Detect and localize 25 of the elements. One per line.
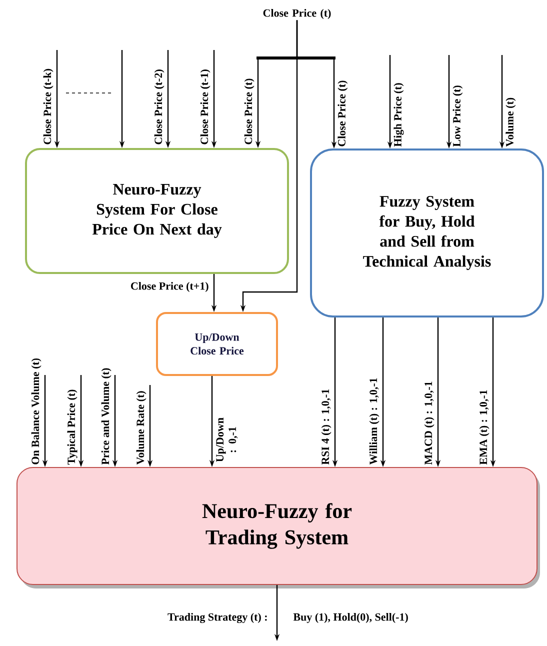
edge-label: MACD (t) : 1,0,-1 xyxy=(423,380,436,466)
edge-label: Close Price (t+1) xyxy=(129,281,210,293)
edge-label: High Price (t) xyxy=(392,82,405,148)
edge-label: On Balance Volume (t) xyxy=(30,356,42,466)
output-label: Buy (1), Hold(0), Sell(-1) xyxy=(293,613,408,623)
process-box: Up/Down Close Price xyxy=(156,312,278,376)
system-box: Neuro-Fuzzy for Trading System xyxy=(16,467,540,588)
system-box: Neuro-Fuzzy System For Close Price On Next day xyxy=(25,148,289,274)
edge-label: Volume (t) xyxy=(504,96,517,148)
edge-label: Up/Down : 0,-1 xyxy=(215,414,239,466)
system-box: Fuzzy System for Buy, Hold and Sell from Technical Analysis xyxy=(310,148,544,318)
edge-label: RSI 4 (t) : 1,0,-1 xyxy=(320,388,332,466)
edge-label: Close Price (t-1) xyxy=(199,68,212,146)
edge-label: Trading Strategy (t) : xyxy=(166,612,269,624)
edge-label: Volume Rate (t) xyxy=(135,390,148,466)
input-label: Close Price (t) xyxy=(263,9,331,19)
edge-label: Close Price (t-k) xyxy=(42,67,54,146)
edge-label: Close Price (t) xyxy=(336,79,349,148)
edge-label: Close Price (t) xyxy=(243,77,256,146)
edge-label: Typical Price (t) xyxy=(66,388,78,466)
edge-label: William (t) : 1,0,-1 xyxy=(368,376,380,466)
edge-label: Price and Volume (t) xyxy=(100,366,112,466)
edge-label: EMA (t) : 1,0,-1 xyxy=(478,388,490,466)
edge-label: Close Price (t-2) xyxy=(153,68,166,146)
edge-label: Low Price (t) xyxy=(452,84,464,148)
